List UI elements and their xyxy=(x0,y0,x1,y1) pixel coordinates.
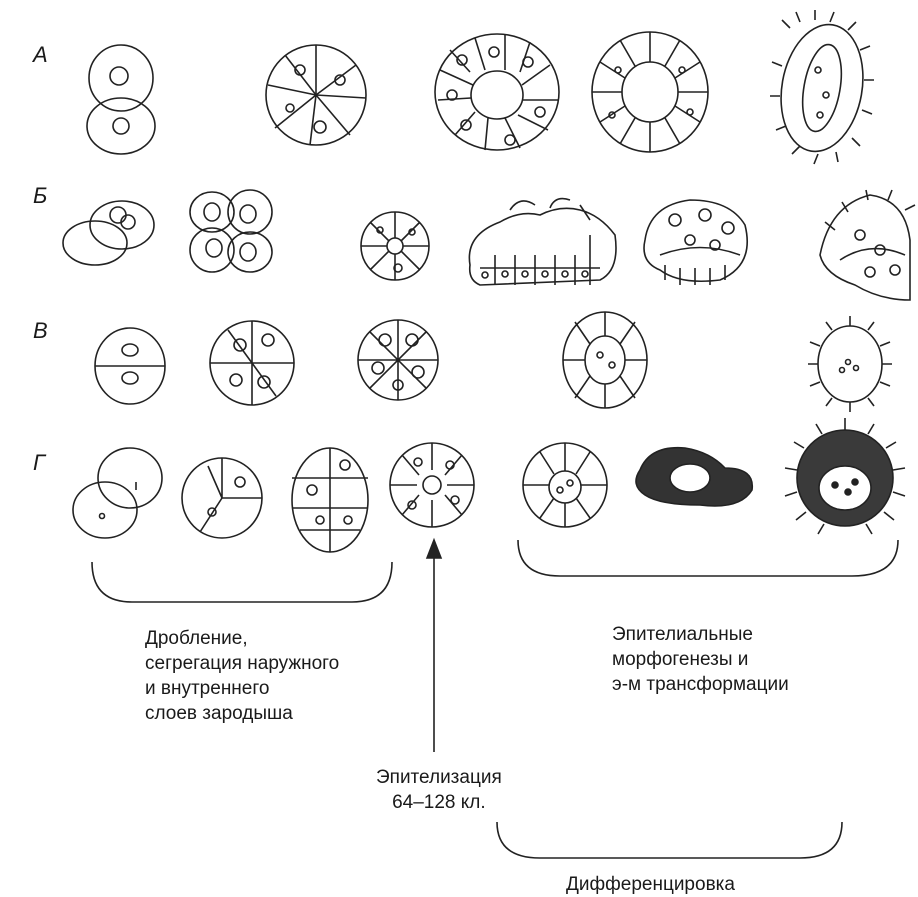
row-label-a: А xyxy=(33,42,48,68)
embryo-c3-eight-cell xyxy=(358,320,438,400)
embryo-b6-larva xyxy=(820,190,915,300)
embryo-c1-two-cell xyxy=(95,328,165,404)
row-c-embryos xyxy=(95,312,892,412)
differentiation-bracket xyxy=(497,822,842,858)
differentiation-caption: Дифференцировка xyxy=(566,872,735,897)
cleavage-caption: Дробление, сегрегация наружного и внутре… xyxy=(145,626,339,726)
embryo-a4-blastula xyxy=(592,32,708,152)
embryo-b4-gastrulation xyxy=(469,199,616,285)
embryo-a3-morula xyxy=(435,34,559,150)
embryo-d4-morula xyxy=(390,443,474,527)
embryo-b1-two-cell xyxy=(63,201,154,265)
embryo-c5-larva xyxy=(808,316,892,412)
embryo-d2-four-cell xyxy=(182,458,262,538)
embryo-b2-four-cell xyxy=(190,190,272,272)
morphogenesis-caption: Эпителиальные морфогенезы и э-м трансфор… xyxy=(612,622,789,697)
embryo-d5-blastula xyxy=(523,443,607,527)
embryo-b5-gastrula xyxy=(644,200,747,285)
row-label-b: Б xyxy=(33,183,47,209)
embryo-d6-gastrula xyxy=(636,448,752,506)
row-label-d: Г xyxy=(33,450,45,476)
cleavage-bracket xyxy=(92,562,392,602)
row-b-embryos xyxy=(63,190,915,300)
row-a-embryos xyxy=(87,10,874,164)
embryo-c2-four-cell xyxy=(210,321,294,405)
embryo-a2-eight-cell xyxy=(266,45,366,145)
morphogenesis-bracket xyxy=(518,540,898,576)
embryo-d1-two-cell xyxy=(73,448,162,538)
embryo-d3-eight-cell xyxy=(292,448,368,552)
row-d-embryos xyxy=(73,418,905,552)
arrow-head-icon xyxy=(427,540,441,558)
embryo-a5-hatched-larva xyxy=(770,10,874,164)
epithelialization-caption: Эпителизация 64–128 кл. xyxy=(376,765,502,815)
embryo-c4-blastula xyxy=(563,312,647,408)
embryo-b3-eight-cell xyxy=(361,212,429,280)
embryo-d7-larva xyxy=(785,418,905,534)
embryo-a1-two-cell xyxy=(87,45,155,154)
row-label-c: В xyxy=(33,318,48,344)
